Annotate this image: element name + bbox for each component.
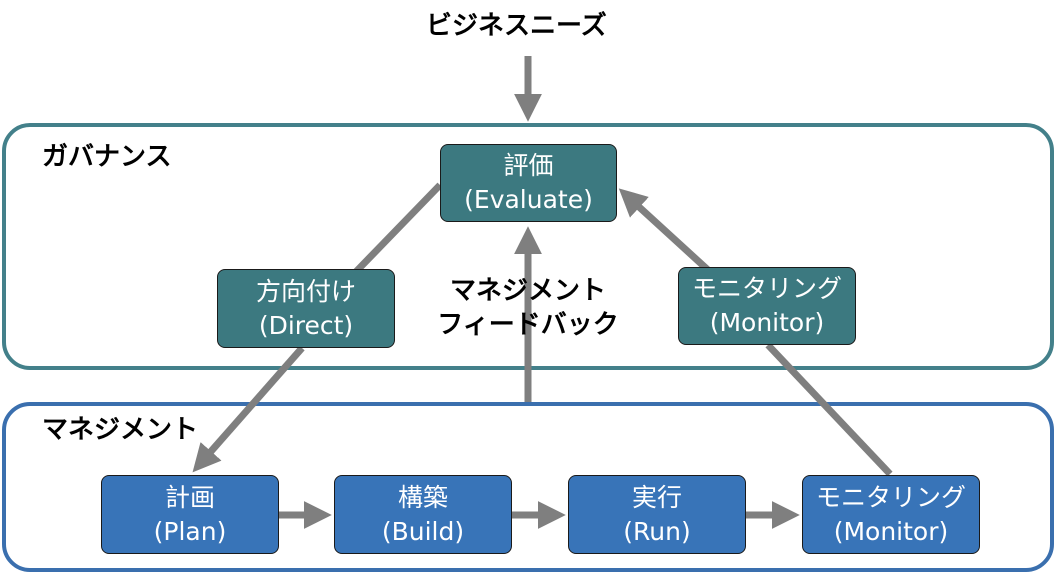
management-label: マネジメント <box>42 415 199 445</box>
evaluate-line-2: (Evaluate) <box>464 185 593 214</box>
plan-line-1: 計画 <box>164 482 215 512</box>
build-box: 構築 (Build) <box>334 475 512 554</box>
management-monitor-line-2: (Monitor) <box>833 516 949 546</box>
management-monitor-line-1: モニタリング <box>815 482 966 512</box>
governance-monitor-box: モニタリング (Monitor) <box>678 267 856 345</box>
build-line-1: 構築 <box>397 482 448 512</box>
feedback-line-1: マネジメント <box>449 276 606 306</box>
run-box: 実行 (Run) <box>568 475 746 554</box>
governance-label: ガバナンス <box>42 142 172 172</box>
management-monitor-box: モニタリング (Monitor) <box>802 475 980 554</box>
run-line-1: 実行 <box>631 482 682 512</box>
arrow-direct-to-plan <box>192 345 305 473</box>
run-line-2: (Run) <box>623 516 691 546</box>
arrow-evaluate-to-direct <box>343 182 443 285</box>
business-needs-label: ビジネスニーズ <box>426 11 607 41</box>
governance-monitor-line-2: (Monitor) <box>709 308 825 337</box>
direct-line-2: (Direct) <box>258 310 354 340</box>
feedback-line-2: フィードバック <box>437 310 619 340</box>
plan-box: 計画 (Plan) <box>101 475 279 554</box>
arrow-monitor-to-evaluate <box>618 188 711 273</box>
evaluate-line-1: 評価 <box>503 151 554 180</box>
arrow-mgmt-monitor-to-gov-monitor <box>765 342 893 477</box>
evaluate-box: 評価 (Evaluate) <box>440 144 617 222</box>
management-feedback-label: マネジメント フィードバック <box>416 274 640 342</box>
plan-line-2: (Plan) <box>153 516 227 546</box>
direct-line-1: 方向付け <box>255 276 356 306</box>
governance-monitor-line-1: モニタリング <box>691 274 842 303</box>
direct-box: 方向付け (Direct) <box>217 269 395 348</box>
build-line-2: (Build) <box>381 516 465 546</box>
